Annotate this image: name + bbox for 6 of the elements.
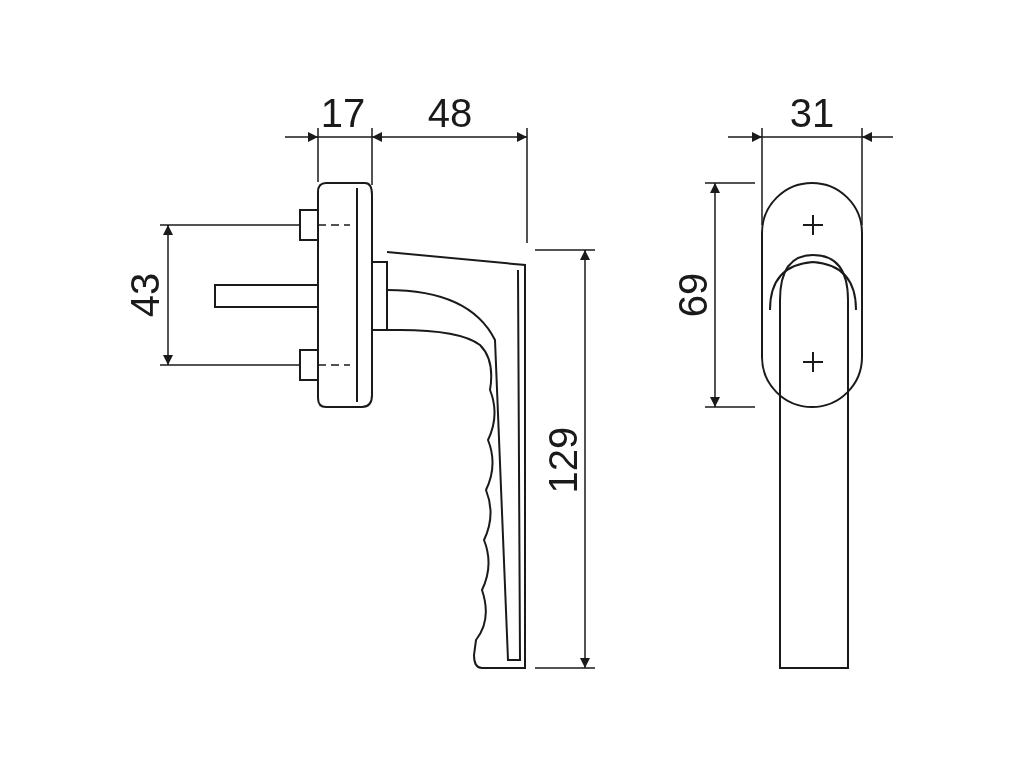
dimension-label: 48 xyxy=(427,93,473,133)
dimension-label: 17 xyxy=(320,93,366,133)
dimension-label: 31 xyxy=(789,93,835,133)
dimension-label: 43 xyxy=(125,272,165,318)
dimension-label: 69 xyxy=(673,272,713,318)
dimension-label: 129 xyxy=(543,426,583,494)
